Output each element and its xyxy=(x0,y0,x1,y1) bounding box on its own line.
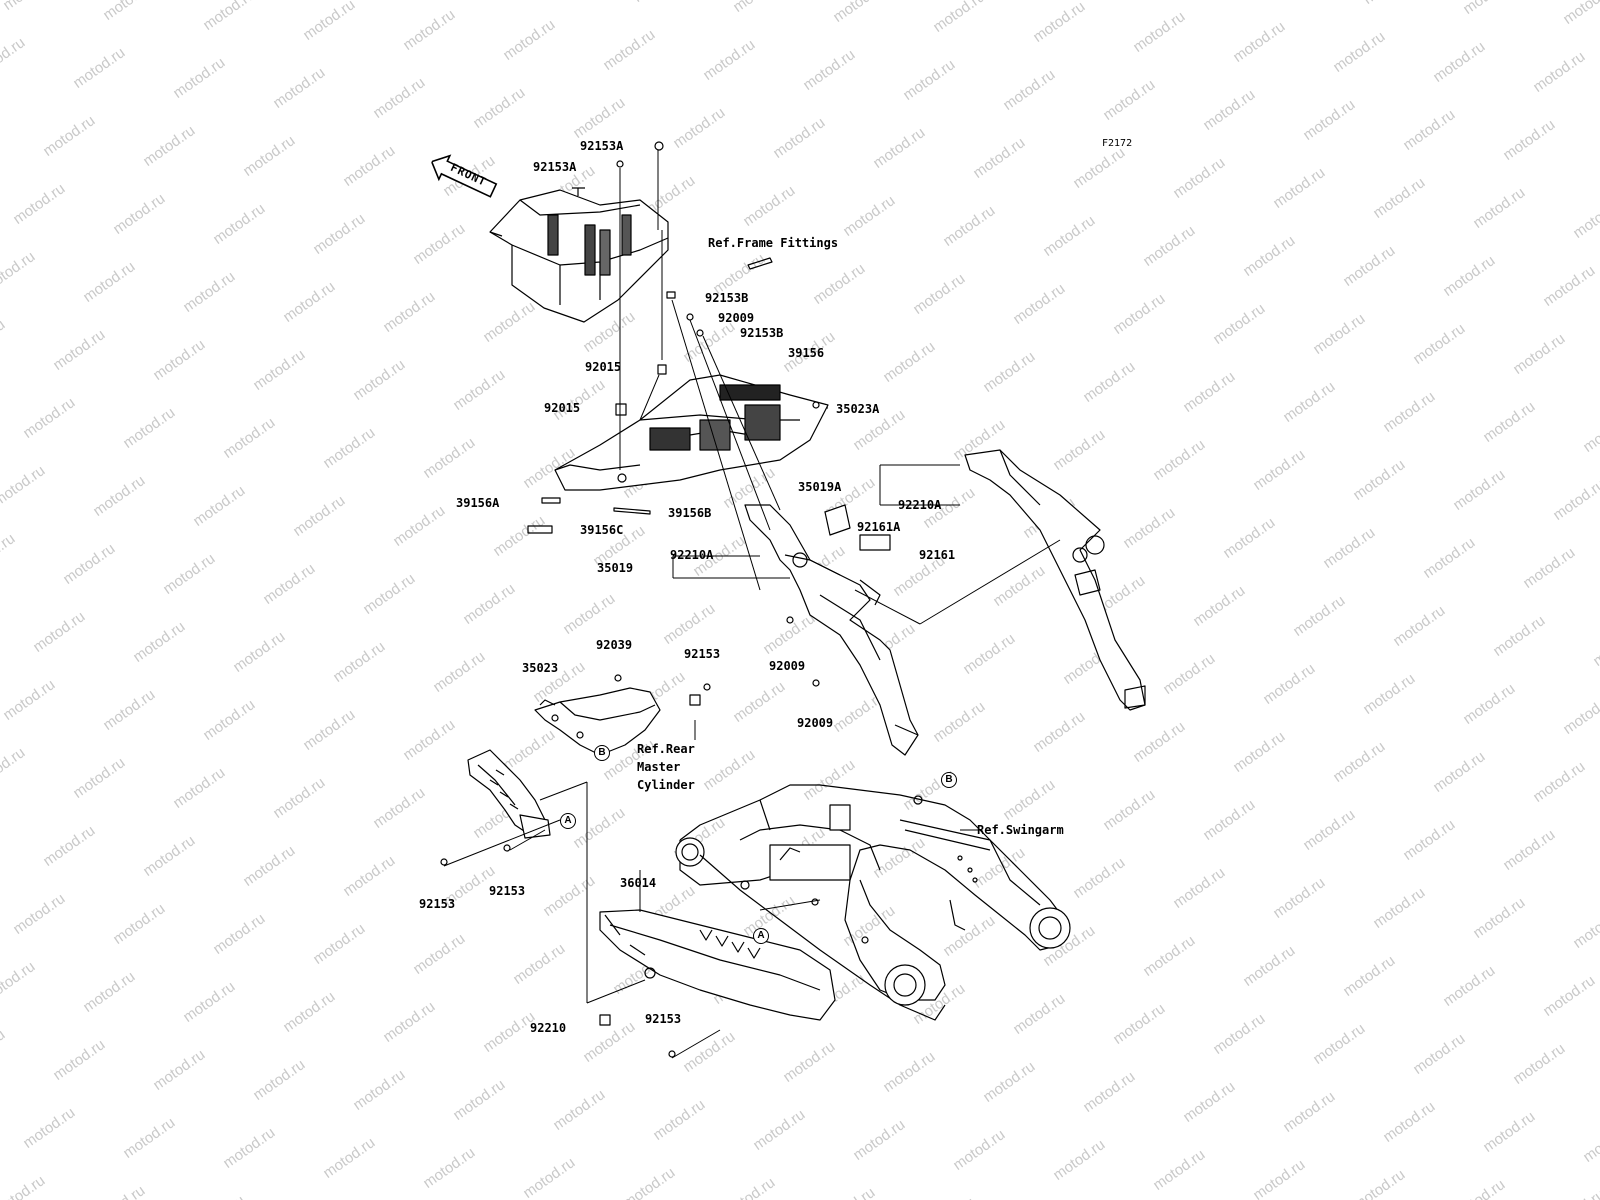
rear-bracket-35019-part xyxy=(744,504,919,756)
rear-fender-35023-part xyxy=(534,687,661,756)
part-label[interactable]: 35023 xyxy=(522,661,559,675)
part-label[interactable]: 39156A xyxy=(456,496,500,510)
callout-b: B xyxy=(941,772,957,788)
part-label[interactable]: 92009 xyxy=(769,659,806,673)
front-direction-arrow: FRONT xyxy=(423,148,501,209)
seal-strips xyxy=(527,257,773,534)
part-label[interactable]: 35019A xyxy=(798,480,842,494)
part-label[interactable]: 39156 xyxy=(788,346,825,360)
part-label[interactable]: 92210A xyxy=(898,498,942,512)
callout-a: A xyxy=(753,928,769,944)
part-label[interactable]: 92009 xyxy=(718,311,755,325)
part-label[interactable]: 92009 xyxy=(797,716,834,730)
rubber-blocks xyxy=(824,504,891,551)
rear-bracket-35019a-part xyxy=(964,449,1146,711)
chain-guard-front-part xyxy=(467,749,551,839)
part-label[interactable]: 92015 xyxy=(544,401,581,415)
fasteners xyxy=(440,141,820,1058)
callout-a: A xyxy=(560,813,576,829)
swingarm-part xyxy=(675,784,1071,1021)
part-label[interactable]: 35023A xyxy=(836,402,880,416)
part-label[interactable]: 92161A xyxy=(857,520,901,534)
battery-case-part xyxy=(489,187,669,323)
part-label[interactable]: 92153 xyxy=(645,1012,682,1026)
part-label[interactable]: 92039 xyxy=(596,638,633,652)
part-label[interactable]: 92153 xyxy=(684,647,721,661)
figure-code: F2172 xyxy=(1102,138,1133,149)
reference-label[interactable]: Ref.Frame Fittings xyxy=(708,236,839,250)
part-label[interactable]: 36014 xyxy=(620,876,657,890)
chain-cover-36014-part xyxy=(599,909,836,1021)
part-label[interactable]: 92153B xyxy=(705,291,749,305)
part-label[interactable]: 39156C xyxy=(580,523,624,537)
part-label[interactable]: 92153B xyxy=(740,326,784,340)
inner-cover-35023a-part xyxy=(554,374,829,491)
part-label[interactable]: 92210A xyxy=(670,548,714,562)
reference-label[interactable]: Ref.Swingarm xyxy=(977,823,1064,837)
part-label[interactable]: 92210 xyxy=(530,1021,567,1035)
part-label[interactable]: 92153 xyxy=(419,897,456,911)
part-label[interactable]: 92153 xyxy=(489,884,526,898)
part-label[interactable]: 92153A xyxy=(580,139,624,153)
part-label[interactable]: 39156B xyxy=(668,506,712,520)
part-label[interactable]: 92161 xyxy=(919,548,956,562)
callout-b: B xyxy=(594,745,610,761)
part-label[interactable]: 92153A xyxy=(533,160,577,174)
reference-label[interactable]: Ref.Rear Master Cylinder xyxy=(637,742,695,792)
arrow-left-icon xyxy=(430,154,498,198)
part-label[interactable]: 92015 xyxy=(585,360,622,374)
part-label[interactable]: 35019 xyxy=(597,561,634,575)
leader-lines xyxy=(443,150,1061,1059)
